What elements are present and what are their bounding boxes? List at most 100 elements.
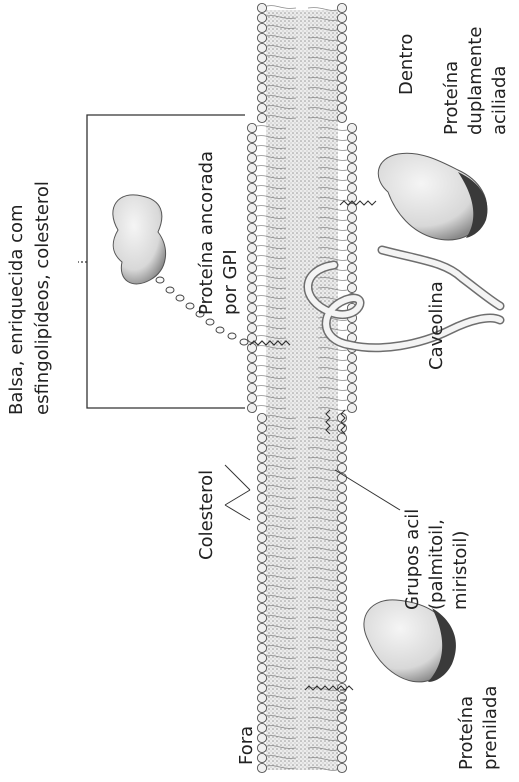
lipid-head	[337, 503, 346, 512]
lipid-head	[347, 213, 356, 222]
lipid-head	[247, 263, 256, 272]
lipid-head	[337, 73, 346, 82]
lipid-head	[257, 463, 266, 472]
gpi-sugar-ring	[186, 303, 194, 309]
lipid-head	[257, 483, 266, 492]
lipid-head	[347, 173, 356, 182]
lipid-head	[337, 433, 346, 442]
lipid-head	[257, 663, 266, 672]
lipid-head	[337, 633, 346, 642]
lipid-tail	[308, 8, 337, 11]
lipid-head	[347, 263, 356, 272]
lipid-head	[247, 303, 256, 312]
lipid-head	[257, 23, 266, 32]
lipid-head	[257, 623, 266, 632]
lipid-head	[257, 473, 266, 482]
lipid-head	[247, 193, 256, 202]
acyl-label-line3: miristoil)	[450, 531, 471, 610]
lipid-head	[257, 673, 266, 682]
lipid-head	[337, 693, 346, 702]
lipid-head	[257, 493, 266, 502]
gpi-sugar-ring	[166, 287, 174, 293]
lipid-head	[247, 253, 256, 262]
lipid-head	[347, 273, 356, 282]
lipid-head	[247, 143, 256, 152]
gpi-sugar-ring	[216, 327, 224, 333]
inside-label: Dentro	[396, 34, 417, 95]
lipid-head	[347, 353, 356, 362]
lipid-head	[337, 663, 346, 672]
lipid-head	[347, 163, 356, 172]
lipid-head	[337, 543, 346, 552]
lipid-head	[257, 613, 266, 622]
lipid-head	[337, 613, 346, 622]
lipid-head	[347, 373, 356, 382]
lipid-head	[257, 413, 266, 422]
lipid-head	[337, 573, 346, 582]
lipid-head	[337, 743, 346, 752]
gpi-sugar-ring	[228, 333, 236, 339]
lipid-head	[247, 183, 256, 192]
gpi-label-line2: por GPI	[220, 249, 241, 315]
lipid-head	[247, 283, 256, 292]
lipid-head	[247, 293, 256, 302]
lipid-head	[247, 163, 256, 172]
lipid-head	[257, 63, 266, 72]
lipid-head	[337, 23, 346, 32]
lipid-head	[347, 233, 356, 242]
lipid-head	[337, 723, 346, 732]
raft-label-line2: esfingolipídeos, colesterol	[32, 181, 53, 415]
lipid-head	[247, 213, 256, 222]
lipid-head	[337, 13, 346, 22]
lipid-head	[257, 33, 266, 42]
lipid-bilayer	[247, 3, 356, 772]
lipid-head	[347, 363, 356, 372]
lipid-head	[337, 643, 346, 652]
lipid-head	[247, 273, 256, 282]
inner-leaflet-heads	[337, 3, 356, 772]
gpi-sugar-ring	[206, 319, 214, 325]
lipid-head	[337, 43, 346, 52]
lipid-head	[337, 493, 346, 502]
lipid-head	[257, 13, 266, 22]
lipid-head	[337, 583, 346, 592]
lipid-tail	[267, 6, 296, 9]
lipid-head	[257, 733, 266, 742]
lipid-head	[337, 93, 346, 102]
lipid-head	[247, 373, 256, 382]
gpi-sugar-ring	[156, 277, 164, 283]
lipid-head	[247, 173, 256, 182]
lipid-head	[337, 3, 346, 12]
lipid-head	[257, 3, 266, 12]
lipid-head	[347, 153, 356, 162]
lipid-head	[247, 123, 256, 132]
lipid-head	[337, 523, 346, 532]
gpi-sugar-ring	[176, 295, 184, 301]
lipid-head	[257, 453, 266, 462]
lipid-head	[257, 533, 266, 542]
lipid-head	[257, 83, 266, 92]
lipid-head	[347, 143, 356, 152]
lipid-head	[347, 403, 356, 412]
lipid-head	[257, 723, 266, 732]
lipid-head	[257, 753, 266, 762]
prenyl-label-line2: prenilada	[480, 686, 501, 770]
lipid-head	[347, 383, 356, 392]
lipid-head	[337, 483, 346, 492]
caveolin-label: Caveolina	[426, 281, 447, 370]
lipid-head	[257, 73, 266, 82]
lipid-head	[247, 363, 256, 372]
lipid-head	[247, 243, 256, 252]
lipid-head	[337, 33, 346, 42]
lipid-head	[257, 503, 266, 512]
lipid-head	[337, 63, 346, 72]
lipid-head	[337, 713, 346, 722]
lipid-head	[337, 653, 346, 662]
lipid-head	[257, 543, 266, 552]
lipid-head	[347, 283, 356, 292]
lipid-head	[257, 633, 266, 642]
acyl-label-line1: Grupos acil	[402, 509, 423, 610]
lipid-head	[247, 403, 256, 412]
lipid-head	[247, 333, 256, 342]
lipid-head	[247, 323, 256, 332]
